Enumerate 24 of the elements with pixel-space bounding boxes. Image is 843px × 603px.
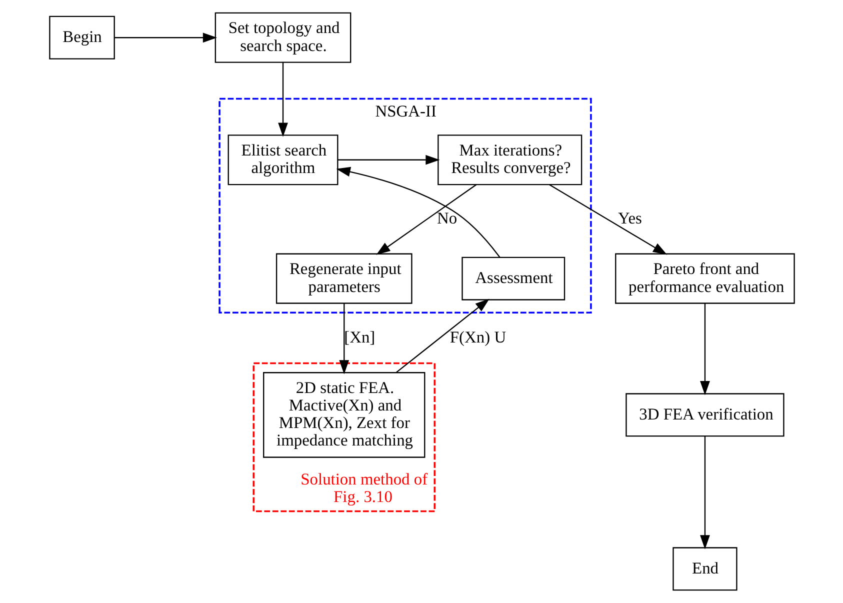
node-box: Elitist search algorithm — [227, 134, 338, 186]
node-box: 3D FEA verification — [625, 393, 784, 437]
arrow — [376, 184, 476, 255]
edge-label: [Xn] — [344, 327, 375, 346]
arrow — [114, 32, 217, 43]
edge-label: No — [436, 208, 457, 228]
arrow — [337, 154, 440, 165]
node-box: Pareto front and performance evaluation — [614, 253, 794, 304]
node-box: Max iterations? Results converge? — [437, 134, 582, 186]
arrow — [395, 298, 489, 373]
node-box: Set topology and search space. — [214, 12, 351, 63]
arrow — [338, 303, 349, 374]
arrow — [336, 166, 500, 258]
node-box: 2D static FEA. Mactive(Xn) and MPM(Xn), Zext for impedance matching — [262, 372, 425, 458]
arrow — [548, 184, 667, 255]
arrow — [700, 303, 710, 396]
edge-label: Yes — [617, 208, 642, 228]
node-box: End — [672, 547, 737, 591]
arrow — [278, 62, 288, 137]
edge-label: F(Xn) U — [449, 327, 506, 346]
arrow — [700, 436, 710, 550]
node-box: Regenerate input parameters — [275, 253, 412, 304]
node-box: Begin — [48, 16, 114, 60]
node-box: Assessment — [461, 256, 565, 300]
